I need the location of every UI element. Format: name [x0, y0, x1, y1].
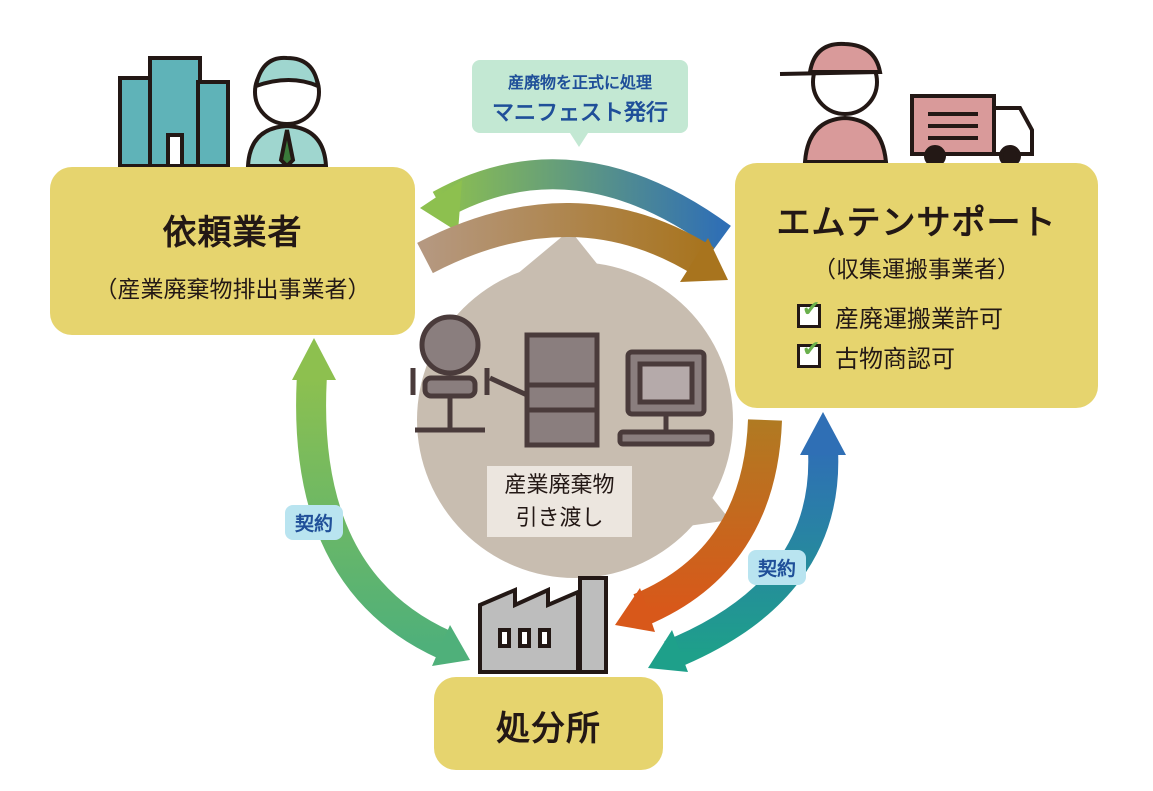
arrow-contract-left — [296, 374, 452, 659]
client-subtitle: （産業廃棄物排出事業者） — [94, 277, 371, 303]
manifest-line1: 産廃物を正式に処理 — [507, 73, 652, 92]
arrow-pickup-head — [680, 238, 728, 282]
computer-monitor-icon — [617, 349, 715, 447]
arrow-delivery — [633, 419, 782, 626]
license-label: 産廃運搬業許可 — [835, 304, 1003, 333]
copier-icon — [488, 332, 600, 448]
client-box: 依頼業者 （産業廃棄物排出事業者） — [50, 167, 415, 335]
arrow-manifest-head — [420, 180, 462, 232]
handover-line1: 産業廃棄物 — [504, 473, 615, 498]
contract-tag-left: 契約 — [285, 505, 344, 540]
handover-line2: 引き渡し — [515, 506, 604, 531]
arrow-delivery-head — [615, 588, 655, 632]
arrow-contract-left-head-up — [292, 338, 336, 380]
license-item: 古物商認可 — [797, 336, 1098, 376]
license-item: 産廃運搬業許可 — [797, 296, 1098, 336]
office-building-icon — [118, 56, 230, 168]
disposal-title: 処分所 — [496, 709, 601, 749]
contract-tag-right: 契約 — [748, 550, 807, 585]
collector-title: エムテンサポート — [776, 203, 1057, 243]
factory-icon — [478, 576, 608, 674]
truck-icon — [910, 94, 1034, 167]
arrow-contract-left-head-down — [432, 625, 470, 666]
arrow-manifest — [432, 159, 731, 251]
manifest-line2: マニフェスト発行 — [491, 101, 668, 126]
license-label: 古物商認可 — [835, 344, 955, 373]
collector-subtitle: （収集運搬事業者） — [813, 257, 1020, 283]
collector-person-icon — [779, 41, 889, 164]
arrow-pickup — [417, 203, 715, 277]
collector-box: エムテンサポート （収集運搬事業者） 産廃運搬業許可 古物商認可 — [735, 163, 1098, 408]
handover-label: 産業廃棄物 引き渡し — [487, 466, 632, 537]
client-person-icon — [245, 55, 329, 169]
license-list: 産廃運搬業許可 古物商認可 — [735, 296, 1098, 376]
arrow-contract-right-head-up — [800, 412, 846, 455]
manifest-callout: 産廃物を正式に処理 マニフェスト発行 — [472, 60, 688, 147]
checkbox-checked-icon — [797, 297, 821, 328]
office-chair-icon — [410, 314, 490, 433]
client-title: 依頼業者 — [162, 213, 303, 253]
checkbox-checked-icon — [797, 337, 821, 368]
disposal-box: 処分所 — [434, 677, 663, 770]
arrow-contract-right-head-down — [648, 630, 688, 672]
